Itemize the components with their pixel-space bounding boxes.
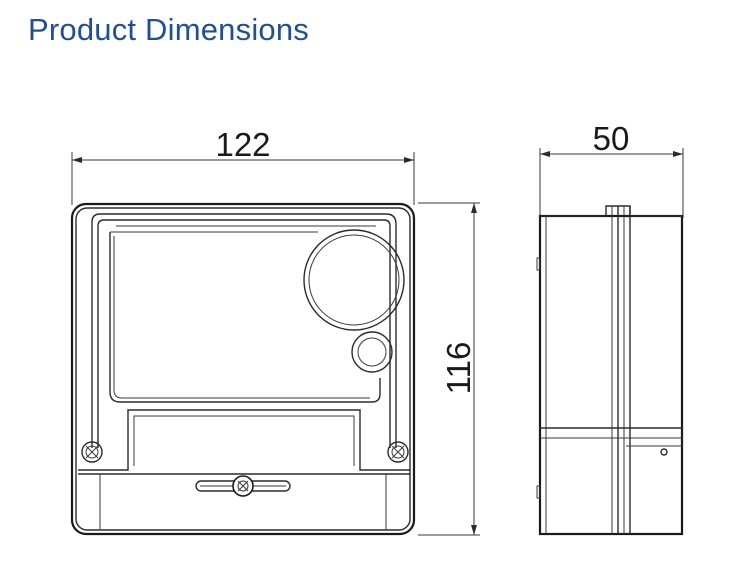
seal-screw-icon bbox=[195, 475, 291, 497]
page-title: Product Dimensions bbox=[28, 12, 309, 47]
width-dimension: 122 bbox=[71, 126, 415, 205]
depth-dimension: 50 bbox=[539, 120, 684, 218]
width-label: 122 bbox=[215, 126, 270, 163]
height-label: 116 bbox=[440, 342, 477, 395]
right-screw-icon bbox=[387, 441, 409, 463]
depth-label: 50 bbox=[593, 120, 630, 157]
side-view bbox=[536, 205, 684, 536]
left-screw-icon bbox=[81, 441, 103, 463]
height-dimension: 116 bbox=[418, 202, 480, 536]
front-view bbox=[70, 202, 416, 536]
